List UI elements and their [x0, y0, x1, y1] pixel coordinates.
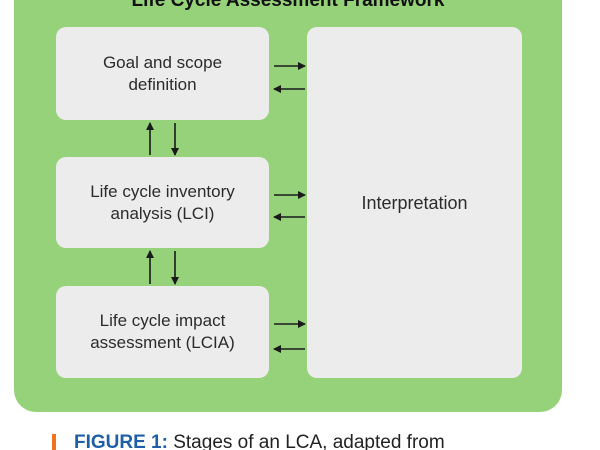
lcia-box-line-2: assessment (LCIA)	[90, 333, 235, 352]
caption-marker	[52, 434, 56, 450]
lcia-box-line-1: Life cycle impact	[99, 311, 226, 330]
figure-caption: FIGURE 1: Stages of an LCA, adapted from	[52, 432, 445, 450]
interpretation-label: Interpretation	[361, 192, 468, 213]
impact-assessment-box: Life cycle impact assessment (LCIA)	[56, 286, 269, 378]
goal-box-line-2: definition	[128, 74, 197, 94]
diagram-title: Life Cycle Assessment Framework	[131, 0, 445, 11]
lci-box-line-1: Life cycle inventory	[90, 181, 235, 201]
inventory-analysis-box: Life cycle inventory analysis (LCI)	[56, 157, 269, 248]
interpretation-box: Interpretation	[307, 27, 522, 378]
goal-box-line-1: Goal and scope	[102, 52, 223, 72]
caption-label: FIGURE 1:	[74, 432, 168, 450]
goal-and-scope-box: Goal and scope definition	[56, 27, 269, 120]
caption-text: Stages of an LCA, adapted from	[167, 432, 445, 450]
lci-box-line-2: analysis (LCI)	[110, 203, 215, 223]
